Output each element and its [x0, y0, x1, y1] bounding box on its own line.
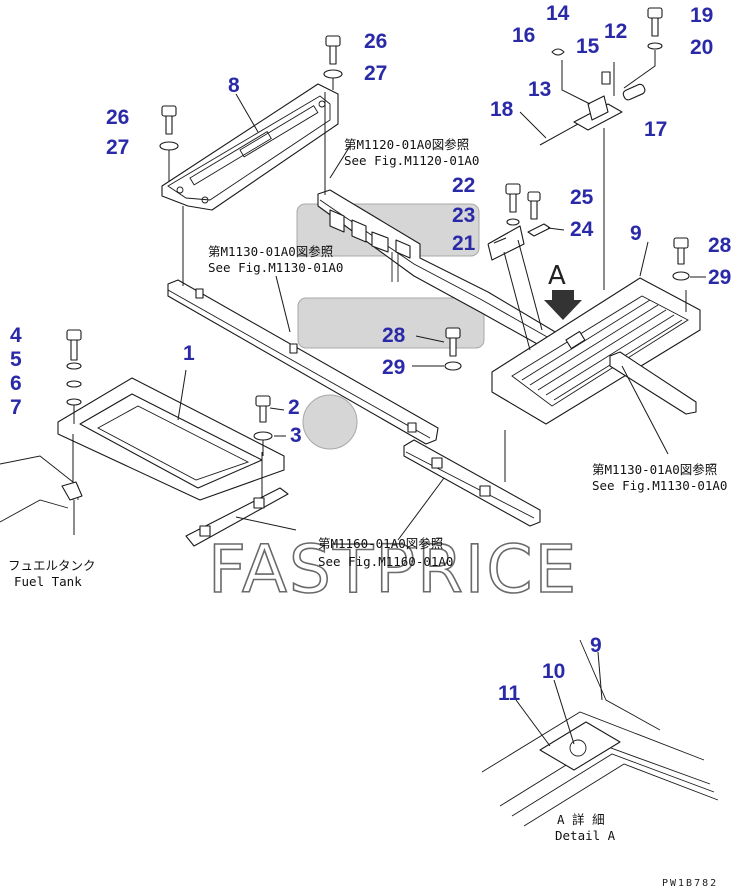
part-number-26-top: 26 — [364, 30, 387, 53]
plate-24 — [527, 223, 551, 237]
bracket-21 — [487, 225, 543, 351]
figure-code: PW1B782 — [662, 878, 718, 889]
caption-fuel-tank-en: Fuel Tank — [14, 574, 82, 589]
latch-assembly — [539, 48, 646, 290]
part-number-9-top: 9 — [630, 222, 642, 245]
part-number-19: 19 — [690, 4, 713, 27]
part-number-17: 17 — [644, 118, 667, 141]
bolt-4-stack — [66, 329, 82, 424]
part-number-12: 12 — [604, 20, 627, 43]
bolt-26-top — [323, 35, 343, 90]
watermark: FASTPRICE — [208, 531, 578, 608]
part-number-22: 22 — [452, 174, 475, 197]
step-side-rail — [609, 351, 697, 455]
fuel-tank — [0, 455, 83, 535]
part-number-29-right: 29 — [708, 266, 731, 289]
part-number-20: 20 — [690, 36, 713, 59]
part-number-25: 25 — [570, 186, 594, 209]
detail-a-inset — [481, 639, 719, 827]
part-number-5: 5 — [10, 348, 22, 371]
view-marker-a: A — [548, 261, 566, 291]
part-number-28-right: 28 — [708, 234, 732, 257]
ref-m1130-left-jp: 第M1130-01A0図参照 — [208, 244, 333, 259]
part-number-21: 21 — [452, 232, 476, 255]
ref-m1160-en: See Fig.M1160-01A0 — [318, 554, 453, 569]
part-number-24: 24 — [570, 218, 594, 241]
part-number-3: 3 — [290, 424, 302, 447]
part-number-28-mid: 28 — [382, 324, 406, 347]
part-number-27-left: 27 — [106, 136, 129, 159]
ref-m1120-en: See Fig.M1120-01A0 — [344, 153, 479, 168]
shaded-circle — [302, 394, 358, 450]
part-number-1: 1 — [183, 342, 195, 365]
shaded-region-lower — [297, 297, 485, 349]
part-number-14: 14 — [546, 2, 570, 25]
part-number-13: 13 — [528, 78, 551, 101]
bolt-19 — [623, 7, 663, 89]
bolt-2-stack — [253, 395, 273, 456]
main-frame-rail — [167, 279, 439, 445]
ref-m1160-jp: 第M1160-01A0図参照 — [318, 536, 443, 551]
part-number-27-top: 27 — [364, 62, 387, 85]
cover-1 — [57, 377, 285, 501]
part-number-15: 15 — [576, 35, 600, 58]
part-number-10: 10 — [542, 660, 565, 683]
lower-bracket — [185, 487, 297, 547]
bolt-25 — [527, 191, 541, 220]
ref-m1120-jp: 第M1120-01A0図参照 — [344, 137, 469, 152]
part-number-8: 8 — [228, 74, 240, 97]
part-number-23: 23 — [452, 204, 475, 227]
bolt-26-left — [159, 105, 179, 182]
part-number-4: 4 — [10, 324, 22, 347]
ref-m1130-right-jp: 第M1130-01A0図参照 — [592, 462, 717, 477]
caption-detail-en: Detail A — [555, 828, 616, 843]
part-number-29-mid: 29 — [382, 356, 405, 379]
bolt-22 — [505, 183, 521, 226]
leader-lines — [177, 93, 706, 437]
lower-right-rail — [397, 430, 541, 541]
part-number-9-detail: 9 — [590, 634, 602, 657]
part-number-2: 2 — [288, 396, 300, 419]
bolt-28-right — [672, 237, 690, 281]
part-number-7: 7 — [10, 396, 22, 419]
part-number-18: 18 — [490, 98, 514, 121]
view-a-arrow — [544, 290, 582, 320]
part-number-16: 16 — [512, 24, 535, 47]
caption-detail-jp: A 詳 細 — [557, 812, 605, 827]
part-number-26-left: 26 — [106, 106, 129, 129]
bolt-28-mid — [444, 327, 462, 371]
part-number-11: 11 — [498, 682, 521, 705]
plate-8 — [161, 83, 339, 286]
part-number-6: 6 — [10, 372, 22, 395]
ref-m1130-left-en: See Fig.M1130-01A0 — [208, 260, 343, 275]
ref-m1130-right-en: See Fig.M1130-01A0 — [592, 478, 727, 493]
upper-frame-rail — [317, 189, 563, 351]
caption-fuel-tank-jp: フュエルタンク — [8, 558, 96, 573]
